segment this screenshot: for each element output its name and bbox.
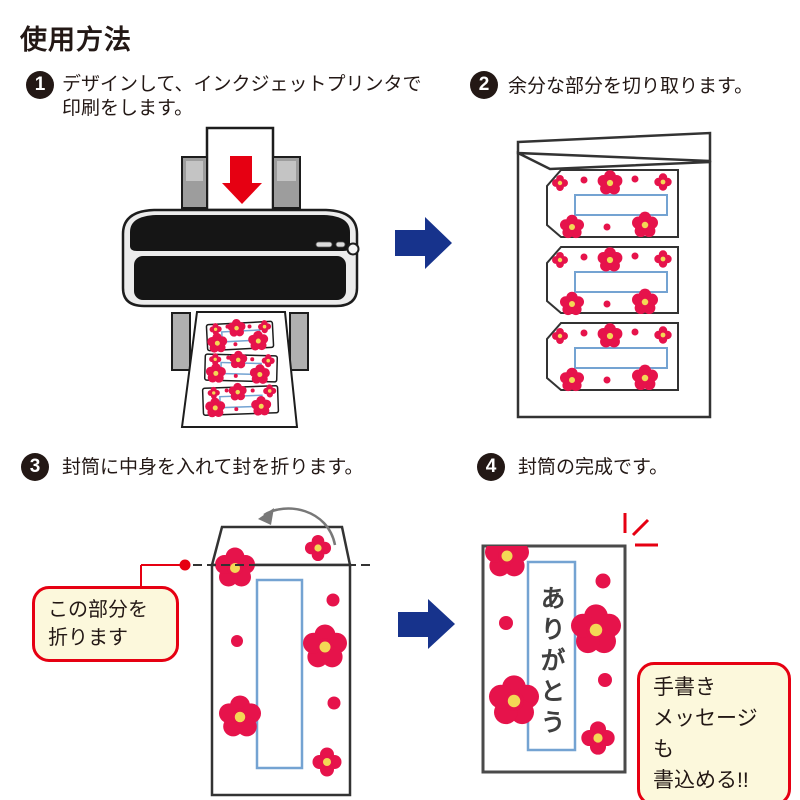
fold-arrow-icon bbox=[258, 507, 337, 546]
printer-body bbox=[121, 208, 360, 308]
sparkle-icon bbox=[623, 513, 658, 547]
message-window bbox=[526, 560, 577, 752]
fold-callout-line-2: 折ります bbox=[48, 627, 128, 649]
fold-callout-line-1: この部分を bbox=[48, 599, 148, 621]
fold-callout: この部分を 折ります bbox=[32, 586, 179, 662]
printer-button bbox=[315, 241, 333, 248]
flower-pattern bbox=[215, 534, 347, 777]
step-4-text: 封筒の完成です。 bbox=[518, 457, 669, 478]
envelope-print-mini bbox=[201, 382, 280, 418]
envelope-print-mini bbox=[203, 350, 279, 385]
handwriting-callout-line-2: メッセージも bbox=[653, 707, 758, 761]
envelope-fold-illustration bbox=[140, 507, 372, 797]
step-1-line-2: 印刷をします。 bbox=[62, 98, 194, 119]
finished-envelope-illustration bbox=[481, 513, 658, 774]
output-arm-right bbox=[289, 312, 309, 371]
page-title: 使用方法 bbox=[20, 25, 132, 55]
output-sheet bbox=[180, 311, 299, 428]
envelope-print bbox=[546, 246, 679, 316]
step-3-text: 封筒に中身を入れて封を折ります。 bbox=[62, 457, 364, 478]
envelope-print-mini bbox=[205, 318, 275, 353]
printer-button bbox=[335, 241, 346, 248]
printer-knob bbox=[346, 242, 360, 256]
handwriting-callout: 手書き メッセージも 書込める!! bbox=[637, 662, 791, 800]
step-2-text: 余分な部分を切り取ります。 bbox=[508, 76, 754, 97]
flower-pattern bbox=[485, 546, 621, 755]
step-4-badge: 4 bbox=[477, 453, 505, 481]
red-feed-arrow-icon bbox=[222, 156, 262, 204]
step-1-text: デザインして、インクジェットプリンタで 印刷をします。 bbox=[62, 73, 421, 121]
envelope-print bbox=[546, 322, 679, 392]
step-1-badge: 1 bbox=[26, 71, 54, 99]
step-3-badge: 3 bbox=[21, 453, 49, 481]
handwritten-message: ありがとう bbox=[537, 584, 565, 740]
step-2-badge: 2 bbox=[470, 71, 498, 99]
right-arrow-icon bbox=[395, 217, 452, 269]
handwriting-callout-line-3: 書込める!! bbox=[653, 769, 749, 792]
printer-illustration bbox=[121, 126, 360, 428]
step-1-line-1: デザインして、インクジェットプリンタで bbox=[62, 74, 422, 95]
right-arrow-icon bbox=[398, 599, 455, 649]
printed-sheet-illustration bbox=[516, 131, 712, 419]
envelope-print bbox=[546, 169, 679, 239]
callout-connector bbox=[140, 559, 191, 588]
output-arm-left bbox=[171, 312, 191, 371]
handwriting-callout-line-1: 手書き bbox=[653, 676, 716, 699]
torn-strip bbox=[516, 131, 712, 163]
message-window bbox=[255, 578, 304, 770]
